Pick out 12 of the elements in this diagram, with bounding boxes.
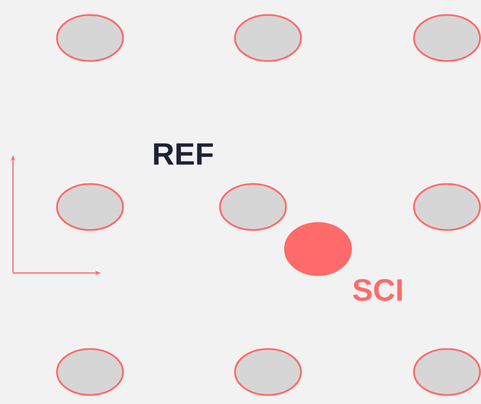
grid-ellipse [413, 348, 481, 396]
grid-ellipse [56, 14, 124, 62]
node-label: REF [154, 143, 213, 165]
grid-ellipse [56, 183, 124, 231]
grid-ellipse [234, 14, 302, 62]
grid-ellipse [413, 183, 481, 231]
filled-circle [284, 222, 352, 276]
grid-ellipse [219, 183, 287, 231]
node-label: SCI [353, 279, 402, 301]
grid-ellipse [234, 348, 302, 396]
grid-ellipse [56, 348, 124, 396]
grid-ellipse [413, 14, 481, 62]
